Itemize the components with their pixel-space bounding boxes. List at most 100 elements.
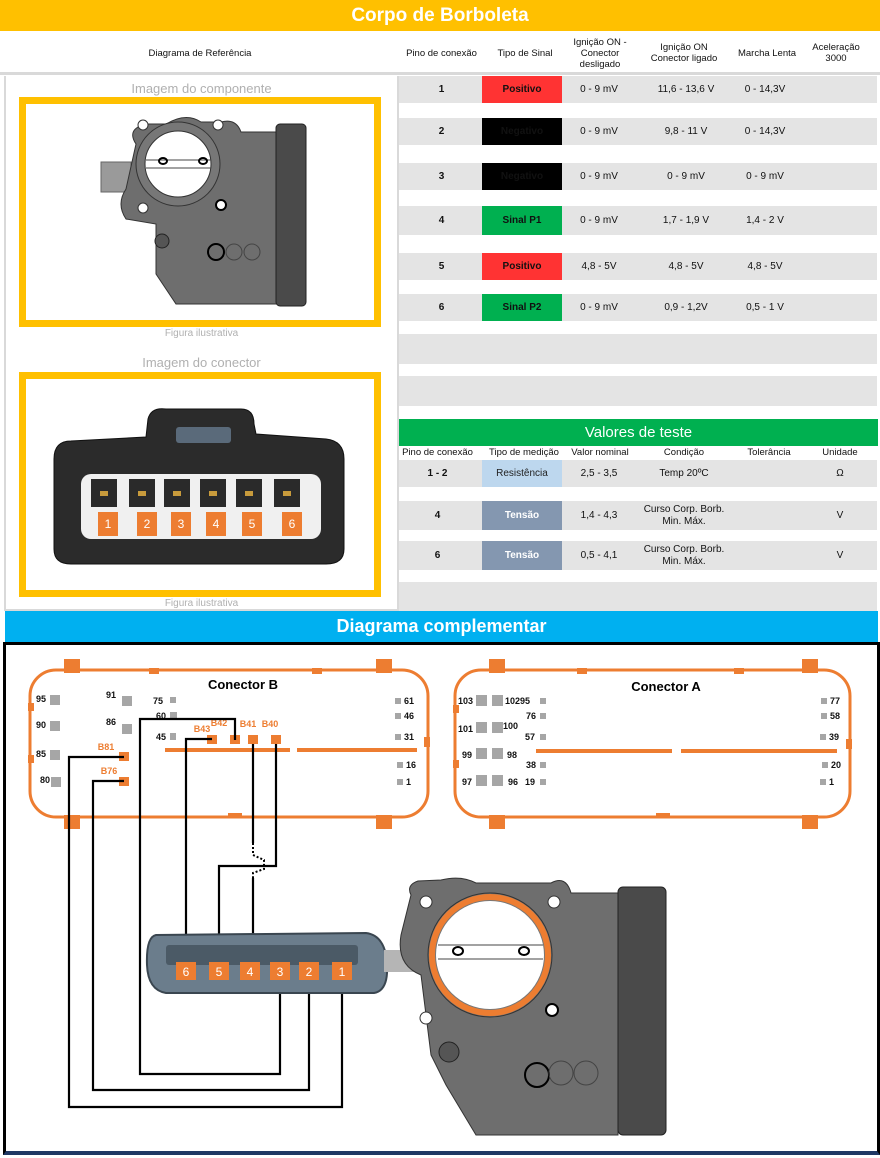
tv-nominal: 0,5 - 4,1 bbox=[580, 549, 618, 561]
tv-type-badge: Resistência bbox=[482, 460, 562, 487]
diagram-title: Diagrama complementar bbox=[5, 611, 878, 642]
idle-cell: 1,4 - 2 V bbox=[746, 214, 784, 226]
tv-header-pin: Pino de conexão bbox=[402, 447, 473, 458]
test-values-title: Valores de teste bbox=[399, 419, 878, 446]
tv-condition: Curso Corp. Borb. Min. Máx. bbox=[643, 503, 725, 527]
tv-condition: Temp 20ºC bbox=[659, 467, 709, 479]
tv-type-badge: Tensão bbox=[482, 501, 562, 530]
throttle-body-image bbox=[100, 117, 307, 307]
wire-b43-pin6 bbox=[184, 737, 212, 950]
connector-a-pin bbox=[540, 779, 546, 785]
component-note: Figura ilustrativa bbox=[164, 328, 239, 339]
highlight-pin-label: B43 bbox=[194, 724, 211, 734]
connector-a-pin-label: 96 bbox=[508, 777, 518, 787]
connector-a-title: Conector A bbox=[631, 679, 701, 694]
connector-b-pin-label: 60 bbox=[156, 711, 166, 721]
pin-cell: 5 bbox=[438, 260, 445, 272]
tv-unit: V bbox=[836, 549, 844, 561]
tv-pin: 6 bbox=[434, 549, 441, 561]
tv-header-condition: Condição bbox=[663, 447, 705, 458]
header-accel: Aceleração 3000 bbox=[812, 42, 860, 64]
connector-a-pin bbox=[540, 713, 546, 719]
test-values-header: Pino de conexão Tipo de medição Valor no… bbox=[399, 446, 878, 459]
connector-pin-label: 5 bbox=[242, 512, 262, 536]
connector-b-pin bbox=[170, 697, 176, 703]
connector-a-pin-label: 20 bbox=[831, 760, 841, 770]
connector-a-pin-label: 58 bbox=[830, 711, 840, 721]
reference-panel: Imagem do componente Figura ilustrativa … bbox=[4, 76, 399, 611]
ign-off-cell: 0 - 9 mV bbox=[580, 83, 618, 95]
pin-cell: 4 bbox=[438, 214, 445, 226]
tv-tolerance bbox=[734, 501, 804, 530]
ign-on-cell: 0,9 - 1,2V bbox=[664, 301, 708, 313]
connector-a-pin-label: 103 bbox=[458, 696, 473, 706]
harness-pin-label: 5 bbox=[216, 965, 223, 979]
ign-on-cell: 1,7 - 1,9 V bbox=[662, 214, 710, 226]
connector-b-pin-label: 95 bbox=[36, 694, 46, 704]
wire-b76-pin2 bbox=[91, 779, 311, 1092]
connector-a-pin bbox=[492, 775, 503, 786]
connector-b-pin-label: 1 bbox=[406, 777, 411, 787]
connector-a-pin-label: 1 bbox=[829, 777, 834, 787]
connector-b-pin-label: 31 bbox=[404, 732, 414, 742]
connector-b-pin bbox=[50, 721, 60, 731]
pin-cell: 1 bbox=[438, 83, 445, 95]
harness-pin-badge bbox=[240, 962, 260, 980]
ign-off-cell: 0 - 9 mV bbox=[580, 301, 618, 313]
wire-b40-pin5 bbox=[217, 744, 278, 950]
connector-a-pin bbox=[476, 748, 487, 759]
table-header: Diagrama de Referência Pino de conexão T… bbox=[0, 31, 880, 75]
idle-cell: 0 - 14,3V bbox=[744, 83, 786, 95]
connector-a-pin-label: 100 bbox=[503, 721, 518, 731]
connector-a-pin bbox=[492, 722, 503, 733]
wire-b81-pin1 bbox=[67, 755, 344, 1109]
accel-cell bbox=[806, 76, 866, 103]
highlight-pin bbox=[248, 735, 258, 744]
connector-b-pin bbox=[395, 734, 401, 740]
signal-type-badge: Sinal P2 bbox=[482, 294, 562, 321]
connector-b-pin-label: 86 bbox=[106, 717, 116, 727]
ign-off-cell: 0 - 9 mV bbox=[580, 170, 618, 182]
connector-a-pin-label: 99 bbox=[462, 750, 472, 760]
connector-a-pin bbox=[492, 695, 503, 706]
header-ign-off: Ignição ON - Conector desligado bbox=[573, 36, 627, 70]
idle-cell: 0 - 14,3V bbox=[744, 125, 786, 137]
connector-a-pin-label: 76 bbox=[526, 711, 536, 721]
header-reference: Diagrama de Referência bbox=[148, 47, 252, 59]
highlight-pin-label: B81 bbox=[98, 742, 115, 752]
pin-cell: 6 bbox=[438, 301, 445, 313]
connector-a-pin-label: 97 bbox=[462, 777, 472, 787]
connector-a-pin bbox=[476, 722, 487, 733]
harness-pin-label: 2 bbox=[306, 965, 313, 979]
connector-b-pin bbox=[122, 724, 132, 734]
connector-pin-label: 1 bbox=[98, 512, 118, 536]
idle-cell: 0 - 9 mV bbox=[746, 170, 784, 182]
idle-cell: 4,8 - 5V bbox=[747, 260, 783, 272]
ign-on-cell: 4,8 - 5V bbox=[668, 260, 704, 272]
connector-a-pin bbox=[540, 734, 546, 740]
connector-b-pin-label: 90 bbox=[36, 720, 46, 730]
empty-row bbox=[399, 376, 877, 406]
ign-on-cell: 11,6 - 13,6 V bbox=[657, 83, 715, 95]
highlight-pin bbox=[271, 735, 281, 744]
pin-cell: 2 bbox=[438, 125, 445, 137]
harness-pin-badge bbox=[270, 962, 290, 980]
accel-cell bbox=[806, 294, 866, 321]
connector-b-pin-label: 85 bbox=[36, 749, 46, 759]
connector-a-pin bbox=[540, 698, 546, 704]
harness-pin-label: 4 bbox=[247, 965, 254, 979]
connector-b-pin-label: 45 bbox=[156, 732, 166, 742]
signal-type-badge: Positivo bbox=[482, 253, 562, 280]
connector-b-title: Conector B bbox=[208, 677, 278, 692]
wire-crossover bbox=[252, 843, 265, 878]
connector-a-pin bbox=[492, 748, 503, 759]
highlight-pin-label: B40 bbox=[262, 719, 279, 729]
connector-b-pin bbox=[51, 777, 61, 787]
connector-b-pin bbox=[50, 750, 60, 760]
connector-b-pin-label: 61 bbox=[404, 696, 414, 706]
